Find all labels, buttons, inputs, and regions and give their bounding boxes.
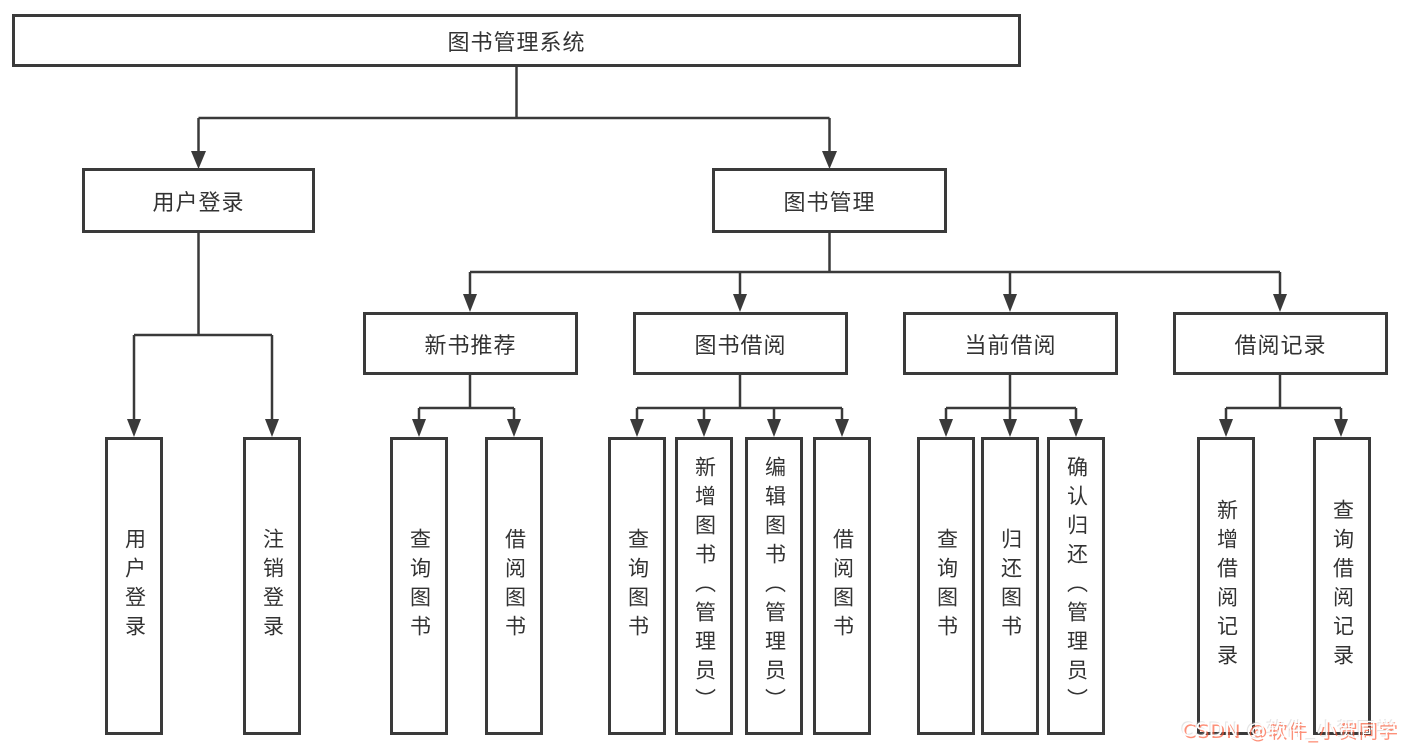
node-book-borrowing: 图书借阅 <box>633 312 848 375</box>
node-label: 用户登录 <box>152 190 245 216</box>
node-user-login: 用户登录 <box>82 168 315 233</box>
leaf-label: 注销登录 <box>260 528 285 644</box>
leaf-label: 查询图书 <box>407 528 432 644</box>
leaf-query-borrow-record: 查询借阅记录 <box>1313 437 1371 735</box>
leaf-add-borrow-record: 新增借阅记录 <box>1197 437 1255 735</box>
leaf-label: 确认归还（管理员） <box>1064 455 1089 717</box>
node-current-borrowing: 当前借阅 <box>903 312 1118 375</box>
leaf-label: 借阅图书 <box>502 528 527 644</box>
leaf-logout: 注销登录 <box>243 437 301 735</box>
leaf-user-login: 用户登录 <box>105 437 163 735</box>
node-book-management: 图书管理 <box>712 168 947 233</box>
leaf-add-books-admin: 新增图书（管理员） <box>675 437 733 735</box>
leaf-label: 编辑图书（管理员） <box>762 455 787 717</box>
leaf-confirm-return-admin: 确认归还（管理员） <box>1047 437 1105 735</box>
leaf-label: 查询图书 <box>625 528 650 644</box>
node-new-book-recommendation: 新书推荐 <box>363 312 578 375</box>
leaf-edit-books-admin: 编辑图书（管理员） <box>745 437 803 735</box>
leaf-query-books-recommend: 查询图书 <box>390 437 448 735</box>
leaf-query-books-borrow: 查询图书 <box>608 437 666 735</box>
node-borrowing-records: 借阅记录 <box>1173 312 1388 375</box>
leaf-label: 查询借阅记录 <box>1330 499 1355 673</box>
node-label: 新书推荐 <box>424 333 517 359</box>
leaf-borrow-books-recommend: 借阅图书 <box>485 437 543 735</box>
leaf-borrow-books: 借阅图书 <box>813 437 871 735</box>
leaf-return-books: 归还图书 <box>981 437 1039 735</box>
leaf-label: 新增借阅记录 <box>1214 499 1239 673</box>
leaf-label: 用户登录 <box>122 528 147 644</box>
csdn-watermark: CSDN @软件_小贺同学 <box>1181 719 1397 741</box>
leaf-query-books-current: 查询图书 <box>917 437 975 735</box>
node-label: 图书管理系统 <box>447 30 586 56</box>
node-label: 借阅记录 <box>1234 333 1327 359</box>
leaf-label: 归还图书 <box>998 528 1023 644</box>
leaf-label: 查询图书 <box>934 528 959 644</box>
leaf-label: 借阅图书 <box>830 528 855 644</box>
node-library-management-system: 图书管理系统 <box>12 14 1021 67</box>
node-label: 当前借阅 <box>964 333 1057 359</box>
node-label: 图书借阅 <box>694 333 787 359</box>
node-label: 图书管理 <box>783 190 876 216</box>
leaf-label: 新增图书（管理员） <box>692 455 717 717</box>
